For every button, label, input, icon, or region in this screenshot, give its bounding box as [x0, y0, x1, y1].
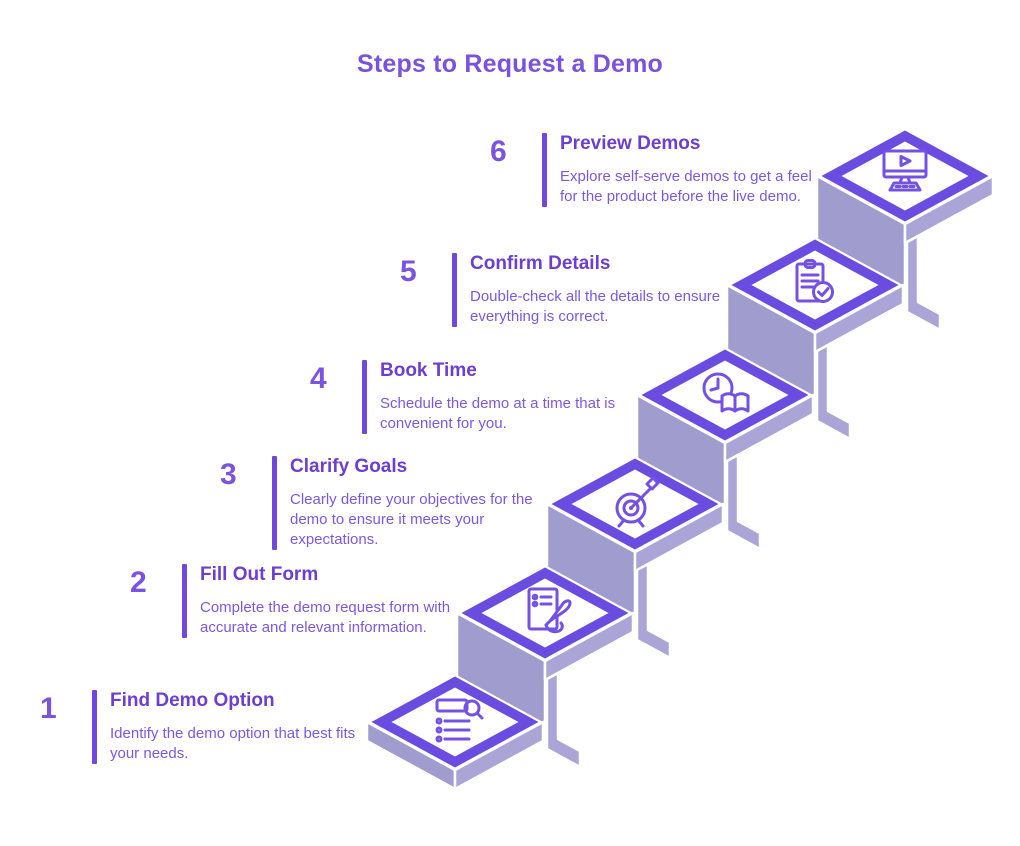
step-description: Double-check all the details to ensure e… — [470, 287, 721, 325]
step-description: Clearly define your objectives for the d… — [290, 490, 533, 549]
step-number: 6 — [490, 135, 507, 168]
step-number: 1 — [40, 692, 57, 725]
form-writing-icon — [527, 587, 572, 634]
step-title: Fill Out Form — [200, 564, 319, 585]
step-accent-bar — [452, 253, 457, 328]
step-description: Identify the demo option that best fits … — [110, 724, 356, 762]
step-accent-bar — [362, 360, 367, 435]
step-1-platform — [365, 674, 545, 791]
step-title: Book Time — [380, 360, 477, 381]
step-4-platform — [635, 347, 815, 551]
clipboard-check-icon — [795, 259, 834, 303]
page-title: Steps to Request a Demo — [356, 50, 664, 78]
monitor-play-icon — [882, 149, 928, 192]
step-accent-bar — [272, 456, 277, 551]
step-accent-bar — [182, 564, 187, 639]
step-accent-bar — [542, 133, 547, 208]
step-title: Confirm Details — [470, 253, 611, 274]
step-3-text-block: 3 Clarify Goals Clearly define your obje… — [220, 456, 550, 551]
step-number: 2 — [130, 566, 147, 599]
step-number: 4 — [310, 362, 327, 395]
step-5-platform — [725, 237, 905, 441]
step-3-platform — [545, 456, 725, 660]
step-6-platform — [815, 128, 995, 332]
step-6-text-block: 6 Preview Demos Explore self-serve demos… — [490, 133, 820, 208]
step-description: Explore self-serve demos to get a feel f… — [560, 167, 812, 205]
step-description: Schedule the demo at a time that is conv… — [380, 394, 616, 432]
step-5-text-block: 5 Confirm Details Double-check all the d… — [400, 253, 730, 328]
step-title: Find Demo Option — [110, 690, 275, 711]
step-title: Preview Demos — [560, 133, 701, 154]
step-description: Complete the demo request form with accu… — [200, 598, 451, 636]
clock-book-icon — [702, 372, 750, 413]
step-4-text-block: 4 Book Time Schedule the demo at a time … — [310, 360, 640, 435]
step-number: 3 — [220, 458, 237, 491]
search-list-icon — [435, 698, 484, 743]
step-2-platform — [455, 565, 635, 769]
step-title: Clarify Goals — [290, 456, 408, 477]
target-arrow-icon — [615, 476, 660, 528]
step-2-text-block: 2 Fill Out Form Complete the demo reques… — [130, 564, 460, 639]
step-1-text-block: 1 Find Demo Option Identify the demo opt… — [40, 690, 370, 765]
step-accent-bar — [92, 690, 97, 765]
step-number: 5 — [400, 255, 417, 288]
